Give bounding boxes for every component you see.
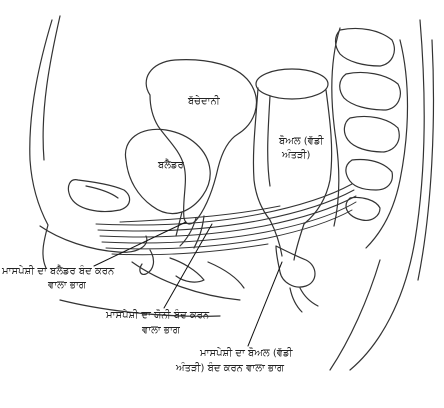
bowel-muscle-label-line1: ਮਾਸਪੇਸ਼ੀ ਦਾ ਬੋਅਲ (ਵੱਡੀ bbox=[200, 348, 293, 360]
vaginal-muscle-label-line1: ਮਾਸਪੇਸ਼ੀ ਦਾ ਯੋਨੀ ਬੰਦ ਕਰਨ bbox=[106, 310, 209, 322]
leader-bowel-muscle bbox=[248, 262, 282, 346]
bladder-label: ਬਲੈਡਰ bbox=[158, 160, 184, 172]
bladder-muscle-label-line1: ਮਾਸਪੇਸ਼ੀ ਦਾ ਬਲੈਡਰ ਬੰਦ ਕਰਨ bbox=[2, 266, 114, 278]
vaginal-muscle-label-line2: ਵਾਲਾ ਭਾਗ bbox=[142, 325, 180, 337]
bowel-shape bbox=[253, 69, 331, 260]
bladder-muscle-label-line2: ਵਾਲਾ ਭਾਗ bbox=[48, 280, 86, 292]
bladder-shape bbox=[125, 129, 210, 236]
uterus-label: ਬੱਚੇਦਾਨੀ bbox=[188, 96, 220, 108]
bowel-muscle-label-line2: ਅੰਤੜੀ) ਬੰਦ ਕਰਨ ਵਾਲਾ ਭਾਗ bbox=[176, 363, 284, 375]
pubic-bone bbox=[40, 180, 147, 253]
bowel-label-line2: ਅੰਤੜੀ) bbox=[282, 150, 310, 162]
bowel-label-line1: ਬੋਅਲ (ਵੱਡੀ bbox=[279, 136, 323, 148]
body-outline bbox=[30, 16, 434, 370]
pelvic-floor-muscle bbox=[96, 184, 356, 255]
leader-bladder-muscle bbox=[94, 222, 186, 266]
